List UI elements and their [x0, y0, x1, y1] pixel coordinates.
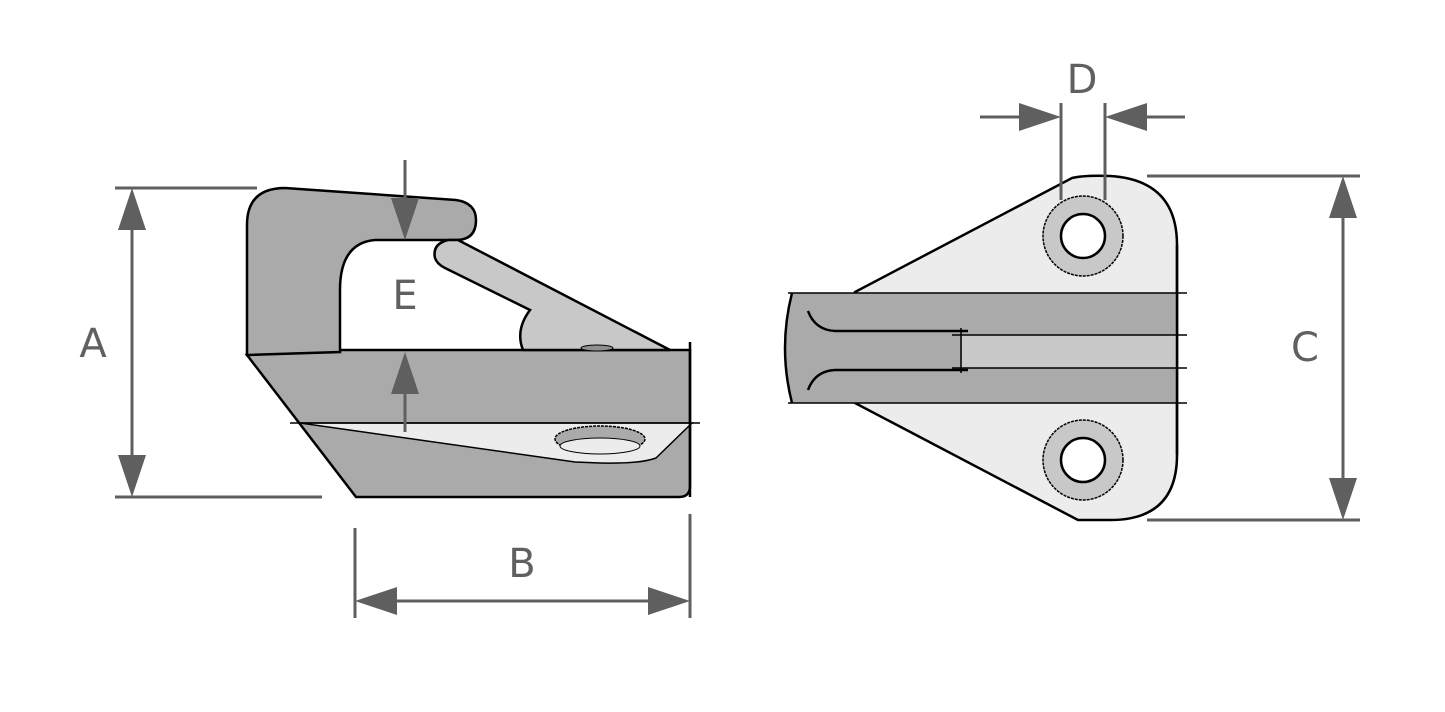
mount-hole-bottom [1042, 419, 1124, 501]
label-b: B [508, 541, 535, 587]
dimension-d: D [980, 57, 1185, 200]
label-e: E [392, 273, 417, 319]
hook [245, 186, 478, 357]
dimension-e: E [391, 160, 419, 432]
label-d: D [1067, 57, 1098, 103]
label-c: C [1291, 325, 1319, 371]
dimension-a: A [79, 186, 322, 499]
label-a: A [79, 321, 107, 367]
cleat-arm [433, 238, 671, 352]
side-view [244, 186, 700, 499]
screw-hole-inner [559, 437, 641, 455]
cleat-front-edge [783, 292, 794, 404]
top-view [783, 174, 1187, 522]
arm-pin [580, 344, 614, 352]
dimension-c: C [1147, 174, 1360, 522]
cleat-channel [962, 335, 1177, 368]
mount-hole-top [1042, 195, 1124, 277]
dimension-b: B [353, 514, 692, 618]
